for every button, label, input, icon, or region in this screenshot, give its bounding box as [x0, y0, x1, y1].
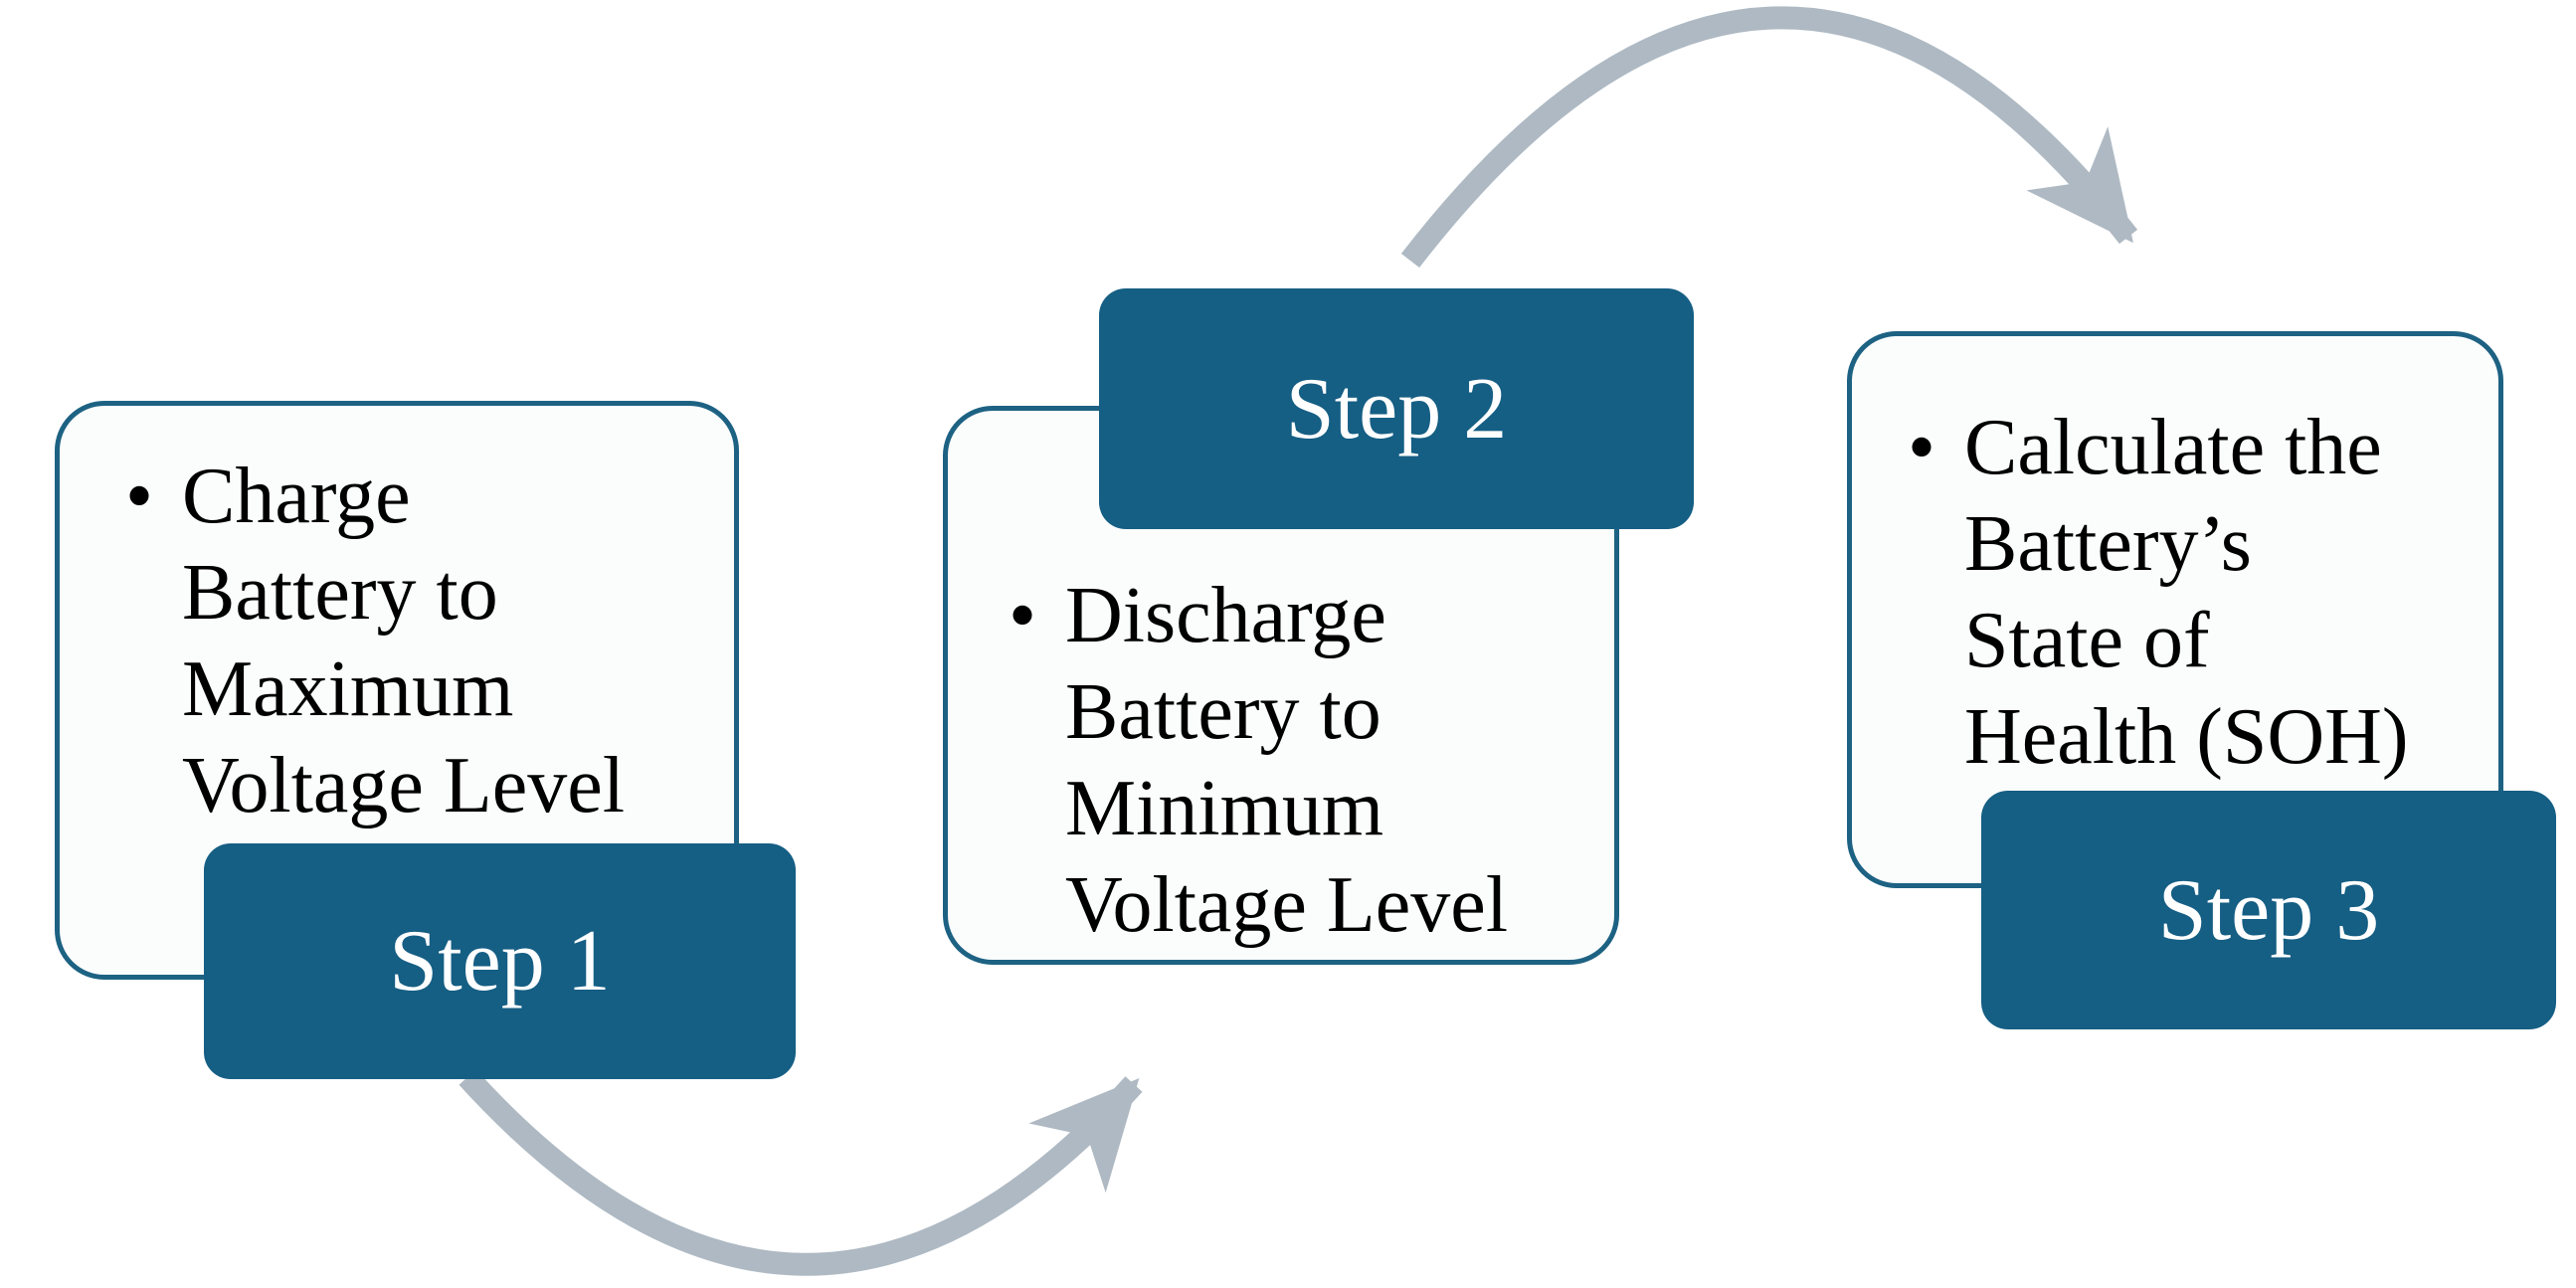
- step1-label-box: Step 1: [204, 843, 796, 1079]
- step2-description-text: Discharge Battery to Minimum Voltage Lev…: [1065, 572, 1509, 949]
- step2-label-box: Step 2: [1099, 288, 1694, 529]
- bullet-icon: •: [1009, 572, 1037, 659]
- step1-description-text: Charge Battery to Maximum Voltage Level: [182, 453, 626, 829]
- step1-label: Step 1: [389, 913, 611, 1010]
- step3-description-text: Calculate the Battery’s State of Health …: [1964, 404, 2409, 781]
- step2-label: Step 2: [1285, 360, 1508, 458]
- step3-label-box: Step 3: [1981, 791, 2556, 1029]
- connector-step1-to-step2-arrow: [459, 1069, 1143, 1276]
- connector-step2-to-step3-arrow: [1400, 6, 2138, 269]
- step3-description: • Calculate the Battery’s State of Healt…: [1908, 400, 2504, 786]
- step1-description: • Charge Battery to Maximum Voltage Leve…: [125, 449, 722, 834]
- bullet-icon: •: [1908, 404, 1936, 491]
- step2-description: • Discharge Battery to Minimum Voltage L…: [1009, 568, 1605, 954]
- bullet-icon: •: [125, 453, 154, 540]
- step3-label: Step 3: [2157, 861, 2380, 959]
